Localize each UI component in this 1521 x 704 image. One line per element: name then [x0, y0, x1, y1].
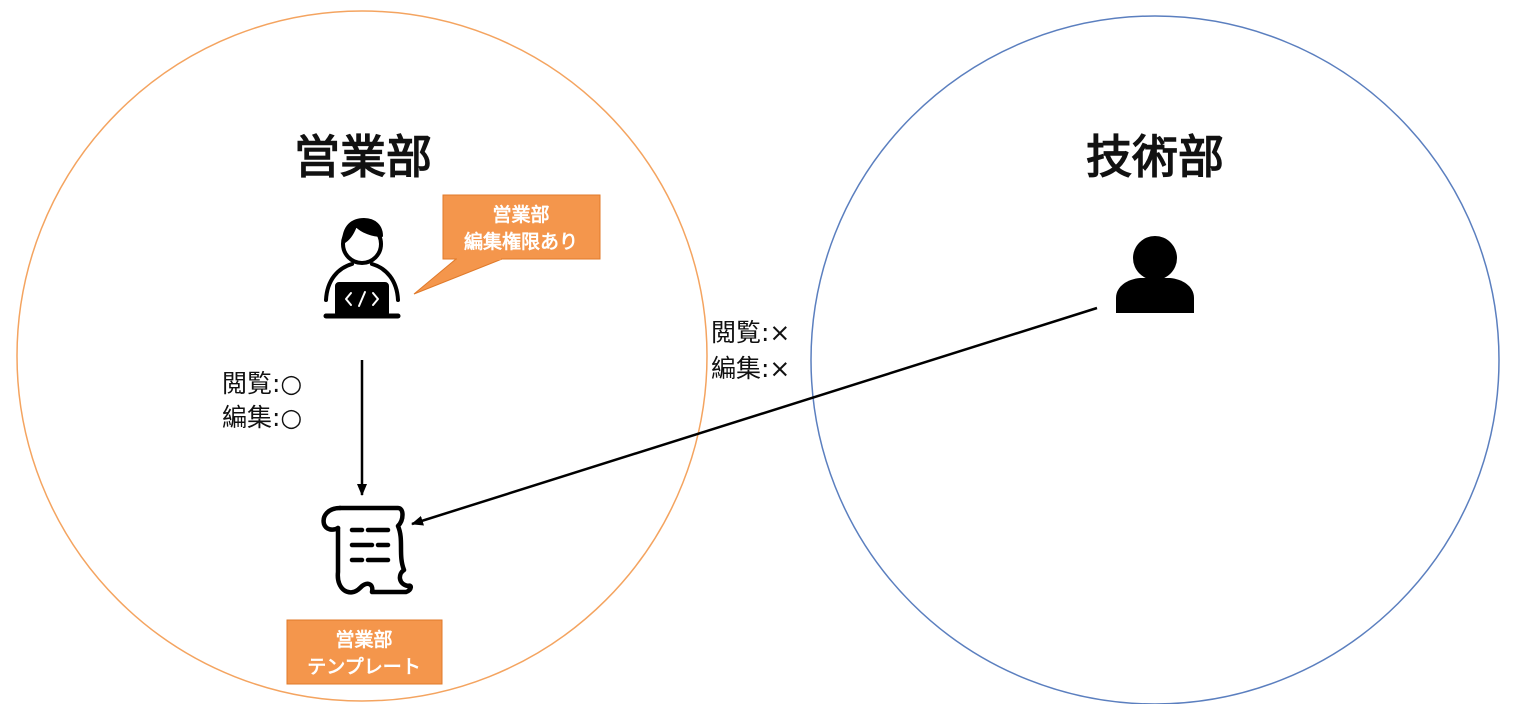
tech-view-permission: 閲覧:× — [711, 318, 790, 347]
callout-line2: 編集権限あり — [464, 230, 578, 253]
sales-department-circle — [16, 10, 708, 702]
callout-pointer — [413, 258, 503, 295]
sales-template-label: 営業部 テンプレート — [286, 619, 443, 685]
tech-department-circle — [810, 15, 1500, 704]
callout-line1: 営業部 — [492, 203, 549, 226]
template-label-line1: 営業部 — [335, 628, 392, 651]
tech-department-title: 技術部 — [1086, 130, 1224, 184]
developer-laptop-icon — [323, 218, 401, 319]
callout-box — [442, 194, 601, 260]
template-label-line2: テンプレート — [307, 655, 420, 678]
sales-edit-permission: 編集:○ — [222, 403, 302, 432]
tech-access-arrow — [411, 306, 1098, 526]
template-label-box — [286, 619, 443, 685]
scroll-document-icon — [321, 505, 413, 595]
sales-department-title: 営業部 — [294, 130, 432, 184]
tech-edit-permission: 編集:× — [711, 354, 790, 383]
sales-edit-permission-callout: 営業部 編集権限あり — [413, 194, 601, 295]
sales-view-permission: 閲覧:○ — [222, 369, 302, 398]
person-icon — [1116, 236, 1194, 313]
